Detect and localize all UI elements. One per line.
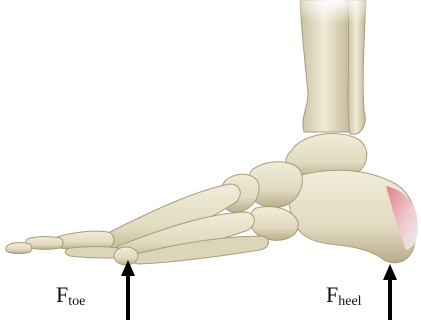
toe-force-label: Ftoe (56, 284, 85, 309)
toe-force-subscript: toe (68, 294, 85, 309)
toe-force-symbol: F (56, 282, 68, 307)
tibia-fade (290, 0, 380, 40)
toe-force-arrow (121, 260, 135, 320)
toe-phalanges (6, 231, 132, 258)
heel-force-subscript: heel (338, 294, 361, 309)
first-metatarsal-head (114, 247, 138, 265)
heel-force-symbol: F (326, 282, 338, 307)
heel-force-label: Fheel (326, 284, 362, 309)
heel-force-arrow (383, 264, 397, 320)
